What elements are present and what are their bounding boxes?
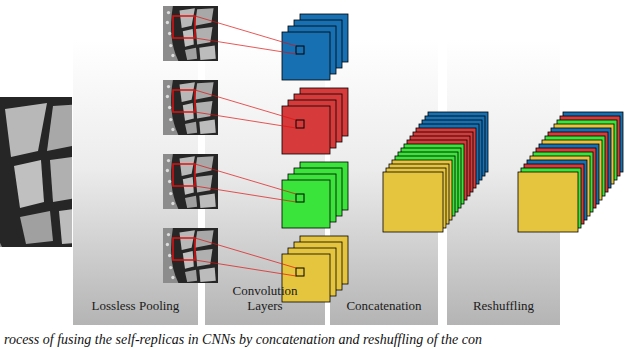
receptive-field (173, 164, 195, 186)
stage-label: Concatenation (346, 298, 421, 313)
feature-map (282, 180, 330, 228)
receptive-field (173, 16, 195, 38)
feature-map (518, 172, 578, 232)
output-pixel (296, 46, 304, 54)
butterfly-image (0, 97, 72, 247)
output-pixel (296, 194, 304, 202)
butterfly-image (163, 154, 218, 209)
feature-map (383, 172, 443, 232)
subsampled-image (163, 6, 218, 61)
projection-line (195, 164, 296, 194)
subsampled-image (163, 80, 218, 135)
projection-line (195, 90, 296, 120)
projection-line (195, 112, 296, 128)
projection-line (195, 186, 296, 202)
butterfly-image (163, 6, 218, 61)
subsampled-image (163, 228, 218, 283)
stage-label: Lossless Pooling (92, 298, 180, 313)
projection-line (195, 260, 296, 276)
figure-caption: rocess of fusing the self-replicas in CN… (4, 332, 482, 347)
stage-label: Convolution Layers (224, 283, 306, 313)
feature-map (282, 106, 330, 154)
output-pixel (296, 268, 304, 276)
butterfly-image (163, 80, 218, 135)
projection-line (195, 16, 296, 46)
stage-label: Reshuffling (473, 298, 534, 313)
output-pixel (296, 120, 304, 128)
feature-map (282, 32, 330, 80)
projection-line (195, 38, 296, 54)
receptive-field (173, 238, 195, 260)
caption-box: rocess of fusing the self-replicas in CN… (4, 330, 482, 348)
receptive-field (173, 90, 195, 112)
projection-line (195, 238, 296, 268)
feature-map (282, 254, 330, 302)
subsampled-image (163, 154, 218, 209)
butterfly-image (163, 228, 218, 283)
